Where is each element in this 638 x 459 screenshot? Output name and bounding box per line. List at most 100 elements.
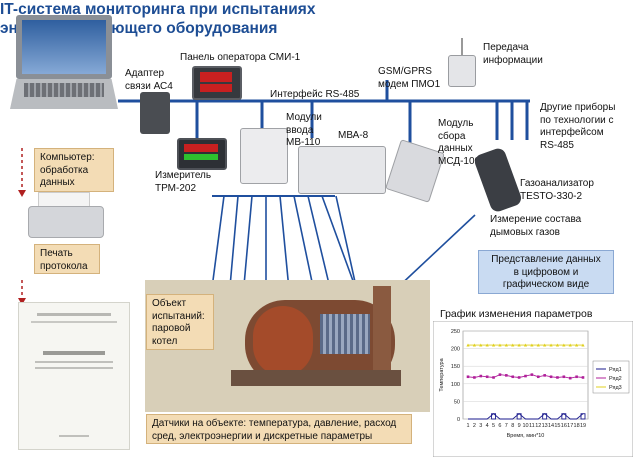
series-marker (466, 375, 470, 379)
module-mva8-image (298, 146, 386, 194)
series-marker (492, 376, 495, 379)
gsm-modem-image (448, 55, 476, 87)
series-marker (581, 343, 585, 347)
x-tick-label: 5 (492, 423, 495, 429)
series-marker (542, 413, 548, 420)
adapter-ac4-image (140, 92, 170, 134)
series-marker (473, 376, 476, 379)
computer-box: Компьютер: обработка данных (34, 148, 114, 192)
series-marker (511, 343, 515, 347)
y-tick-label: 200 (451, 347, 460, 353)
series-marker (536, 343, 540, 347)
series-marker (472, 343, 476, 347)
gas-probe-arrow (394, 214, 476, 291)
x-tick-label: 18 (574, 423, 580, 429)
printer-image (28, 192, 104, 242)
series-marker (549, 375, 553, 379)
x-axis-label: Время, мин*10 (507, 433, 545, 439)
series-marker (536, 375, 540, 379)
series-marker (555, 343, 560, 347)
representation-box: Представление данных в цифровом и графич… (478, 250, 614, 294)
protocol-document-image (18, 302, 130, 450)
legend-box (592, 360, 630, 394)
x-tick-label: 4 (486, 423, 489, 429)
operator-panel-image (192, 66, 242, 100)
series-marker (517, 376, 521, 379)
series-marker (485, 343, 489, 347)
module-mv110-image (240, 128, 288, 184)
modules-label: Модули ввода МВ-110 (286, 112, 322, 148)
series-marker (516, 413, 522, 420)
series-marker (498, 373, 502, 376)
print-box: Печать протокола (34, 244, 100, 274)
series-marker (543, 374, 546, 377)
series-marker (505, 374, 508, 377)
series-marker (511, 375, 515, 379)
x-tick-label: 16 (561, 423, 567, 429)
y-axis-label: Температура (439, 357, 445, 391)
gsm-modem-label: GSM/GPRS модем ПМО1 (378, 66, 441, 90)
series-marker (562, 343, 566, 347)
x-tick-label: 19 (580, 423, 586, 429)
y-tick-label: 50 (454, 399, 460, 405)
y-tick-label: 0 (457, 417, 460, 423)
series-marker (581, 376, 585, 379)
graph-title: График изменения параметров (440, 308, 593, 320)
arrow-head (18, 190, 26, 197)
sensors-box: Датчики на объекте: температура, давлени… (146, 414, 412, 444)
y-tick-label: 250 (451, 329, 460, 335)
series-marker (562, 375, 566, 379)
series-marker (580, 413, 586, 420)
msd-label: Модуль сбора данных МСД-100 (438, 118, 481, 167)
series-marker (517, 343, 521, 347)
arrow-head (18, 298, 26, 305)
laptop-image (10, 15, 118, 113)
x-tick-label: 7 (505, 423, 508, 429)
x-tick-label: 17 (567, 423, 573, 429)
series-marker (568, 343, 572, 347)
x-tick-label: 10 (522, 423, 528, 429)
x-tick-label: 14 (548, 423, 554, 429)
object-box: Объект испытаний: паровой котел (146, 294, 214, 350)
legend-label: Ряд3 (609, 385, 622, 391)
x-tick-label: 13 (542, 423, 548, 429)
series-marker (575, 375, 578, 379)
y-tick-label: 150 (451, 364, 460, 370)
x-tick-label: 2 (473, 423, 476, 429)
gas-analyzer-label: Газоанализатор TESTO-330-2 (520, 178, 594, 202)
steam-boiler-image (145, 280, 430, 412)
x-tick-label: 3 (479, 423, 482, 429)
series-marker (491, 413, 497, 420)
series-marker (549, 343, 553, 347)
series-marker (479, 343, 483, 347)
series-marker (543, 343, 547, 347)
x-tick-label: 8 (511, 423, 514, 429)
other-devices-label: Другие приборы по технологии с интерфейс… (540, 102, 616, 151)
x-tick-label: 1 (466, 423, 469, 429)
series-marker (485, 375, 489, 379)
x-tick-label: 12 (535, 423, 541, 429)
series-marker (498, 343, 502, 347)
legend-label: Ряд2 (609, 376, 622, 382)
series-marker (479, 374, 483, 378)
series-marker (561, 413, 567, 420)
series-marker (575, 343, 579, 347)
mva8-label: МВА-8 (338, 130, 369, 141)
meter-label: Измеритель ТРМ-202 (155, 170, 212, 194)
series-marker (556, 376, 559, 379)
series-marker (530, 373, 534, 376)
rs485-label: Интерфейс RS-485 (270, 89, 360, 100)
x-tick-label: 11 (529, 423, 535, 429)
measure-label: Измерение состава дымовых газов (490, 214, 582, 238)
series-marker (568, 376, 572, 380)
series-marker (524, 374, 527, 378)
x-tick-label: 9 (518, 423, 521, 429)
series-marker (523, 343, 528, 347)
series-marker (466, 343, 470, 347)
series-marker (530, 343, 534, 347)
series-marker (491, 343, 496, 347)
legend-label: Ряд1 (609, 367, 622, 373)
series-marker (504, 343, 508, 347)
x-tick-label: 6 (498, 423, 501, 429)
